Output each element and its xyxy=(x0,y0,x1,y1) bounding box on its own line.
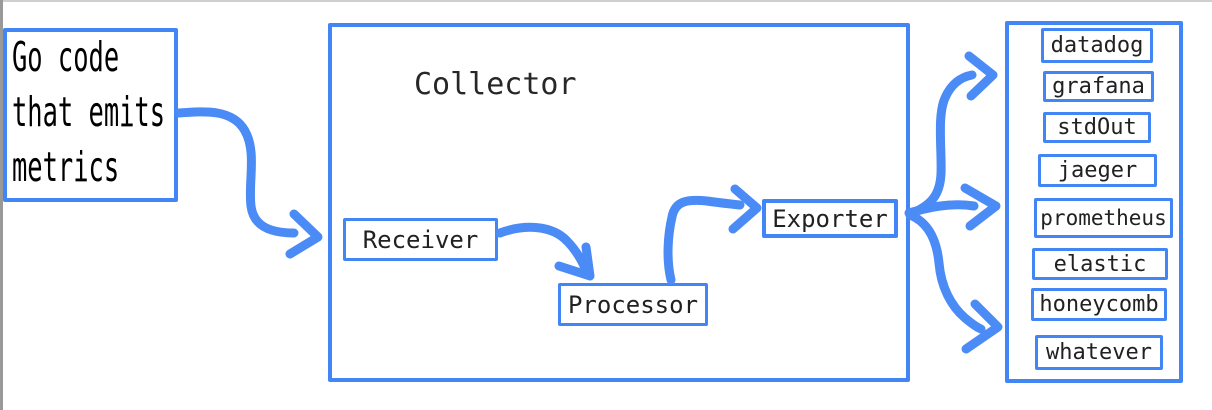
arrowhead-fanout-up-icon xyxy=(964,51,998,101)
arrow-exporter-fanout-down xyxy=(905,210,986,334)
window-top-edge xyxy=(0,0,1212,2)
sink-whatever: whatever xyxy=(1035,335,1163,370)
arrow-source-to-receiver xyxy=(174,107,299,238)
window-left-edge xyxy=(0,0,3,410)
arrowhead-source-to-receiver-icon xyxy=(285,209,323,259)
source-box-label: Go code that emits metrics xyxy=(12,30,165,195)
stage-receiver: Receiver xyxy=(343,218,498,261)
source-box xyxy=(3,28,178,202)
sink-stdout: stdOut xyxy=(1043,112,1151,143)
sink-honeycomb: honeycomb xyxy=(1031,288,1167,321)
stage-processor: Processor xyxy=(558,283,708,326)
sink-prometheus: prometheus xyxy=(1034,198,1173,238)
collector-title: Collector xyxy=(414,67,577,102)
source-line-1: Go code xyxy=(12,33,120,81)
arrow-exporter-fanout-up xyxy=(905,70,977,219)
arrow-exporter-fanout-middle xyxy=(904,200,979,218)
arrowhead-fanout-down-icon xyxy=(961,299,1003,354)
sink-elastic: elastic xyxy=(1032,248,1168,280)
source-line-2: that emits xyxy=(12,88,166,136)
sink-jaeger: jaeger xyxy=(1038,154,1157,187)
stage-exporter: Exporter xyxy=(762,199,898,238)
sink-datadog: datadog xyxy=(1041,28,1153,63)
arrowhead-fanout-middle-icon xyxy=(960,183,1001,231)
source-line-3: metrics xyxy=(12,143,120,191)
sink-grafana: grafana xyxy=(1043,71,1154,102)
